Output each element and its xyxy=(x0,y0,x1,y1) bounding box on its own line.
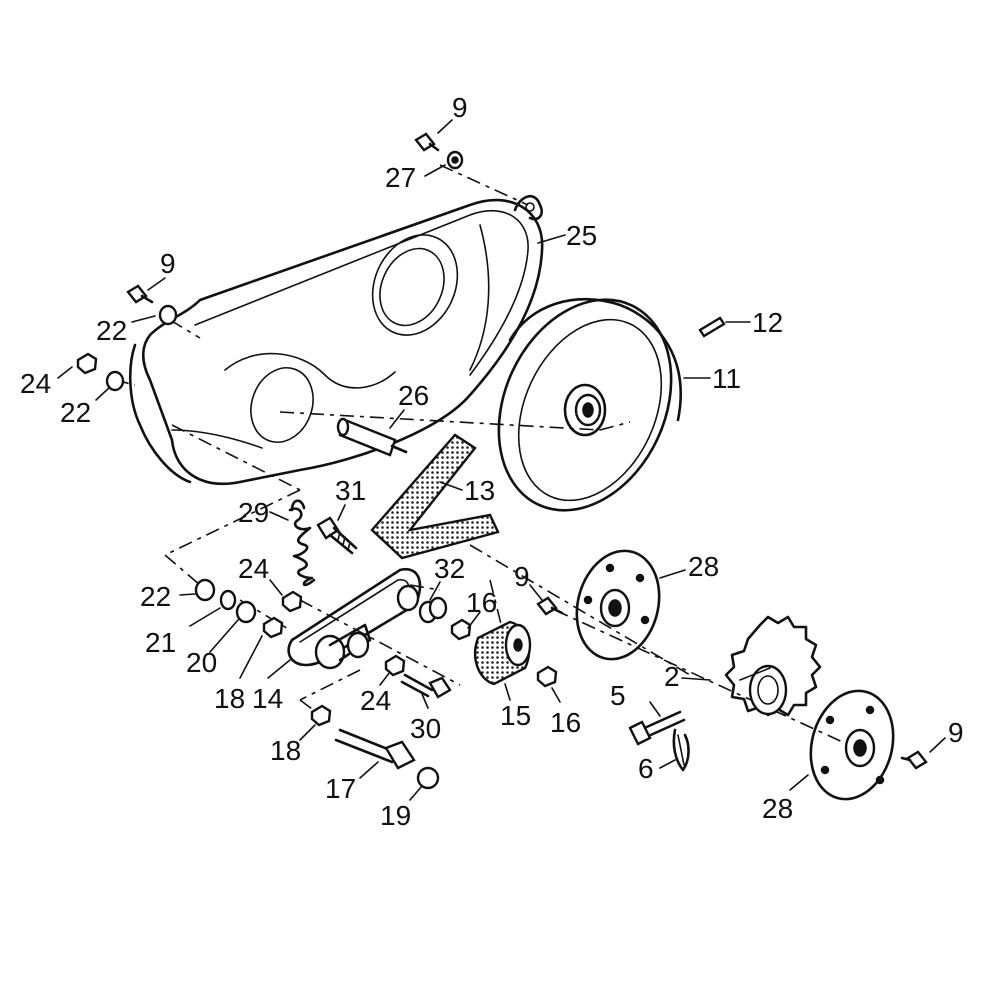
label-22a: 22 xyxy=(96,315,127,346)
label-2: 2 xyxy=(664,661,680,692)
label-13: 13 xyxy=(464,475,495,506)
flange-icon xyxy=(575,549,895,801)
label-22c: 22 xyxy=(140,581,171,612)
tensioner-arm xyxy=(287,567,422,670)
nut-icon xyxy=(76,352,558,727)
bolt-31 xyxy=(316,516,358,555)
label-29: 29 xyxy=(238,497,269,528)
label-18b: 18 xyxy=(270,735,301,766)
belt-guard-cover xyxy=(128,195,544,485)
label-6: 6 xyxy=(638,753,654,784)
label-18a: 18 xyxy=(214,683,245,714)
label-15: 15 xyxy=(500,700,531,731)
label-24b: 24 xyxy=(238,553,269,584)
label-24a: 24 xyxy=(20,368,51,399)
label-9a: 9 xyxy=(452,92,468,123)
v-belt xyxy=(370,433,500,560)
label-32: 32 xyxy=(434,553,465,584)
tension-spring xyxy=(288,499,316,587)
idler-roller xyxy=(473,620,532,686)
washer-icon xyxy=(105,150,464,790)
label-11: 11 xyxy=(712,363,741,394)
shaft-bolt xyxy=(334,728,416,770)
label-12: 12 xyxy=(752,307,783,338)
label-22b: 22 xyxy=(60,397,91,428)
pulley xyxy=(497,297,682,512)
leader-lines xyxy=(57,119,946,801)
sprocket-icon xyxy=(724,615,822,717)
label-19: 19 xyxy=(380,800,411,831)
label-16a: 16 xyxy=(466,587,497,618)
label-16b: 16 xyxy=(550,707,581,738)
bolt-icon xyxy=(126,132,928,770)
bushings xyxy=(418,596,448,624)
label-21: 21 xyxy=(145,627,176,658)
label-31: 31 xyxy=(335,475,366,506)
label-27: 27 xyxy=(385,162,416,193)
cotter-pin xyxy=(672,728,690,772)
label-30: 30 xyxy=(410,713,441,744)
label-25: 25 xyxy=(566,220,597,251)
label-9d: 9 xyxy=(948,717,964,748)
label-9c: 9 xyxy=(514,561,530,592)
label-24c: 24 xyxy=(360,685,391,716)
bolt-30 xyxy=(400,673,452,699)
label-17: 17 xyxy=(325,773,356,804)
label-9b: 9 xyxy=(160,248,176,279)
label-28b: 28 xyxy=(762,793,793,824)
label-28a: 28 xyxy=(688,551,719,582)
bolt-5 xyxy=(628,710,686,746)
spacer-pin xyxy=(336,417,408,457)
label-14: 14 xyxy=(252,683,283,714)
label-5: 5 xyxy=(610,680,626,711)
label-26: 26 xyxy=(398,380,429,411)
label-20: 20 xyxy=(186,647,217,678)
key-pin xyxy=(698,316,726,338)
part-labels: 9 27 25 9 22 24 22 26 12 11 13 31 29 24 … xyxy=(20,92,964,831)
